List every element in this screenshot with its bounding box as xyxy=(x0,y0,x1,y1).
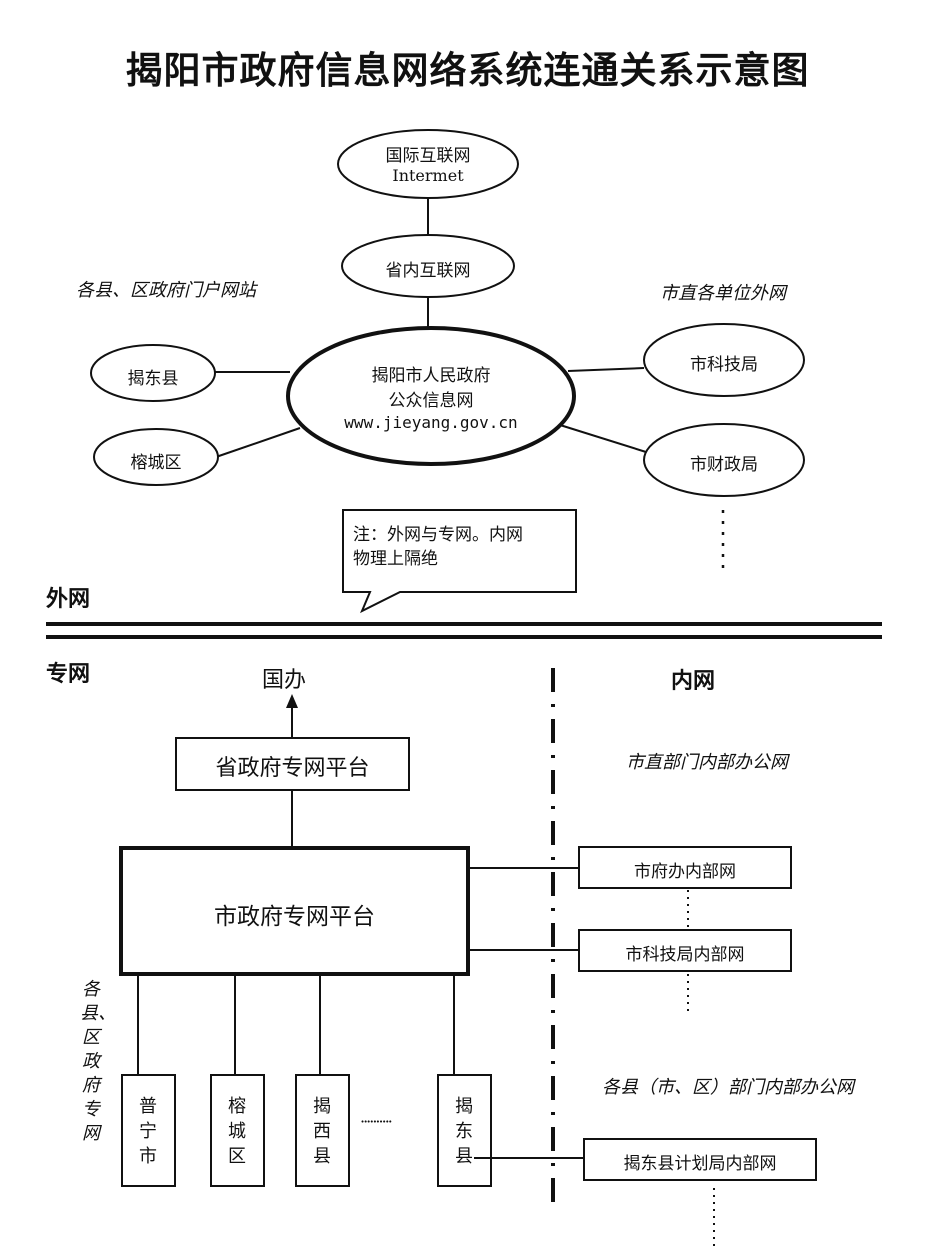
office-1-label: 市府办内部网 xyxy=(634,862,736,882)
county-box-2 xyxy=(210,1074,265,1187)
section-private-net: 专网 xyxy=(46,662,91,687)
county-private-label: 各县、区政府专网 xyxy=(80,979,116,1144)
link-portal-unit1 xyxy=(567,367,645,372)
internet-label: 国际互联网 xyxy=(385,146,471,166)
city-platform-label: 市政府专网平台 xyxy=(214,904,375,930)
provincial-internet-node xyxy=(341,234,515,298)
portal-node xyxy=(286,326,576,466)
county-box-1 xyxy=(121,1074,176,1187)
page-title: 揭阳市政府信息网络系统连通关系示意图 xyxy=(125,49,810,92)
internet-label-en: Intermet xyxy=(392,166,464,185)
county-box-3 xyxy=(295,1074,350,1187)
internet-node xyxy=(337,129,519,199)
unit-node-2 xyxy=(643,423,805,497)
county-node-1 xyxy=(90,344,216,402)
office-box-2 xyxy=(578,929,792,972)
unit-node-1 xyxy=(643,323,805,397)
county-box-2-label: 榕城区 xyxy=(228,1096,246,1167)
county-office-label: 揭东县计划局内部网 xyxy=(623,1154,777,1174)
county-node-2 xyxy=(93,428,219,486)
provincial-internet-label: 省内互联网 xyxy=(385,261,471,281)
county-office-box xyxy=(583,1138,817,1181)
section-outer-net: 外网 xyxy=(46,587,91,612)
top-target-label: 国办 xyxy=(262,668,307,693)
arrow-head xyxy=(286,694,298,708)
office-box-1 xyxy=(578,846,792,889)
provincial-platform-label: 省政府专网平台 xyxy=(215,756,370,781)
county-1-label: 揭东县 xyxy=(127,369,179,389)
portal-label-2: 公众信息网 xyxy=(388,391,474,411)
city-platform-box xyxy=(119,846,470,976)
provincial-platform-box xyxy=(175,737,410,791)
portal-url: www.jieyang.gov.cn xyxy=(344,413,518,432)
link-portal-unit2 xyxy=(559,424,647,453)
link-portal-county2 xyxy=(215,427,301,458)
county-box-4-label: 揭东县 xyxy=(455,1096,473,1167)
county-box-4 xyxy=(437,1074,492,1187)
note-callout xyxy=(342,509,577,614)
county-internal-label: 各县（市、区）部门内部办公网 xyxy=(602,1077,854,1098)
county-box-1-label: 普宁市 xyxy=(139,1096,157,1167)
city-units-label: 市直各单位外网 xyxy=(660,283,786,304)
section-internal-net: 内网 xyxy=(671,669,716,694)
note-line-2: 物理上隔绝 xyxy=(353,549,438,569)
office-2-label: 市科技局内部网 xyxy=(625,945,745,965)
unit-2-label: 市财政局 xyxy=(690,455,758,475)
city-internal-label: 市直部门内部办公网 xyxy=(626,752,788,773)
county-2-label: 榕城区 xyxy=(130,453,182,473)
counties-ellipsis: ·········· xyxy=(360,1112,393,1131)
portal-label-1: 揭阳市人民政府 xyxy=(371,366,491,386)
county-box-3-label: 揭西县 xyxy=(313,1096,331,1167)
unit-1-label: 市科技局 xyxy=(690,355,758,375)
note-line-1: 注：外网与专网。内网 xyxy=(353,525,523,545)
county-portals-label: 各县、区政府门户网站 xyxy=(76,280,256,301)
